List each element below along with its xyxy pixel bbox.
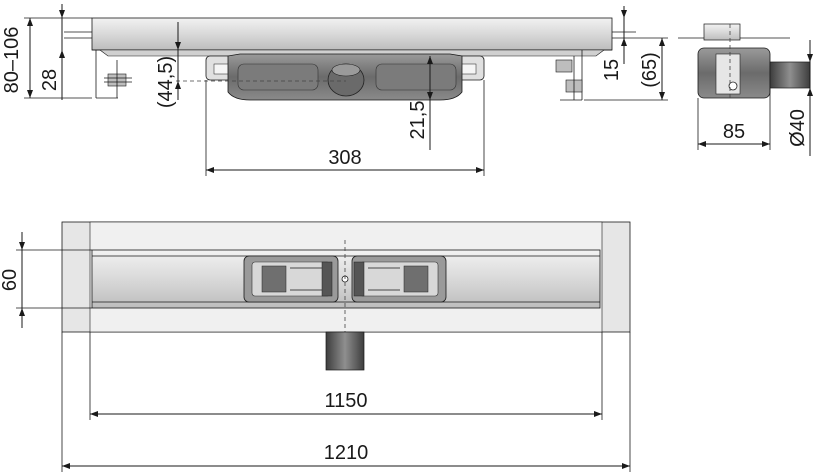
dim-total-length: 1210 — [61, 332, 631, 472]
dim-total-height: (65) — [584, 37, 668, 101]
drain-body — [176, 53, 485, 101]
dim-outlet-diameter: Ø40 — [787, 40, 813, 156]
side-view: 80–106 28 (44,5) 21,5 — [1, 4, 668, 176]
dim-grate-height: 15 — [601, 6, 627, 81]
dim-depth: 85 — [697, 88, 771, 150]
dim-adjust-range-label: 80–106 — [1, 27, 23, 94]
dim-outlet-diameter-label: Ø40 — [787, 109, 809, 147]
dim-grate-height-label: 15 — [601, 59, 623, 81]
outlet-stub — [325, 331, 365, 371]
right-bracket — [555, 50, 583, 101]
dim-outlet-height-label: (44,5) — [155, 56, 177, 108]
trap-insert-right — [351, 255, 447, 303]
dim-total-length-label: 1210 — [324, 442, 369, 464]
dim-outlet-offset-label: 21,5 — [407, 101, 429, 140]
dim-total-height-label: (65) — [639, 52, 661, 88]
dim-body-width: 308 — [205, 80, 485, 176]
dim-channel-width-label: 60 — [0, 269, 21, 291]
end-view: 85 Ø40 — [678, 23, 813, 156]
dim-outlet-offset: 21,5 — [407, 56, 433, 150]
dim-frame-height: 28 — [39, 4, 65, 100]
dim-frame-height-label: 28 — [39, 69, 61, 91]
dim-outlet-height: (44,5) — [155, 22, 181, 108]
dim-grate-length: 1150 — [89, 332, 603, 420]
trap-insert-left — [243, 255, 339, 303]
dim-depth-label: 85 — [723, 121, 745, 143]
dim-body-width-label: 308 — [328, 147, 361, 169]
dim-grate-length-label: 1150 — [324, 390, 367, 412]
grate-plate — [91, 17, 613, 51]
dim-channel-width: 60 — [0, 232, 92, 328]
top-view: 60 1150 1210 — [0, 221, 631, 472]
channel-body — [99, 49, 605, 57]
left-bracket — [95, 50, 132, 99]
outlet-pipe — [769, 61, 811, 89]
dim-adjust-range: 80–106 — [1, 17, 92, 99]
